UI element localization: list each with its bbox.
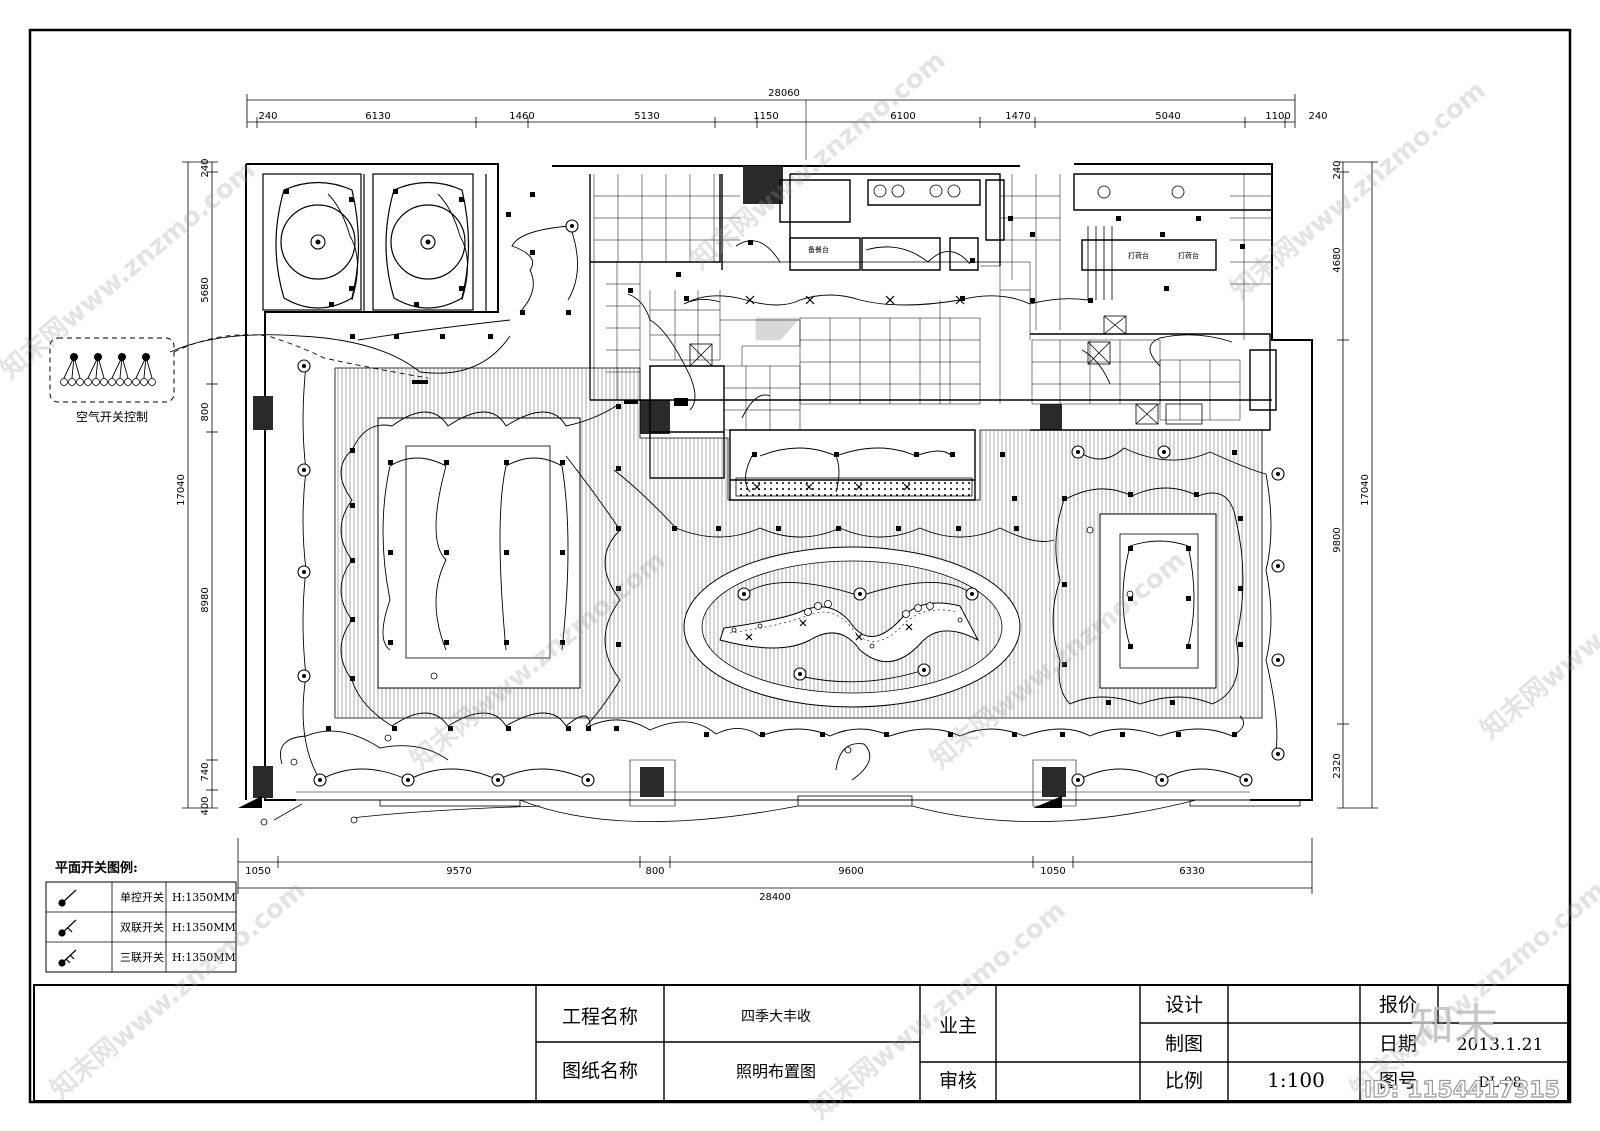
dim-top-9: 1100 (1265, 111, 1290, 122)
dim-top-8: 5040 (1155, 111, 1180, 122)
dim-left-total: 17040 (176, 474, 187, 506)
dim-bottom-3: 800 (645, 866, 664, 877)
kitchen-labels: 备餐台 打荷台 打荷台 (808, 245, 1199, 260)
watermark-text-3: 知末网www.znzmo.com (1225, 75, 1491, 305)
dim-bottom-total: 28400 (759, 892, 791, 903)
watermark-text-6: 知末网www.znzmo.com (1475, 515, 1600, 745)
legend-single-height: H:1350MM (172, 891, 236, 904)
air-switch-control: 空气开关控制 (49, 337, 175, 424)
legend-triple-switch: 三联开关 (120, 950, 164, 964)
date-value: 2013.1.21 (1457, 1035, 1544, 1055)
column-hatches (629, 759, 1077, 807)
dining-ceiling (334, 367, 1263, 719)
dim-top-5: 1150 (753, 111, 778, 122)
number-label: 图号 (1379, 1070, 1417, 1092)
project-name-value: 四季大丰收 (741, 1009, 811, 1025)
design-label: 设计 (1165, 994, 1203, 1016)
top-dimension-texts: 28060 240 6130 1460 5130 1150 6100 1470 … (258, 88, 1327, 122)
entrance-triangles (238, 796, 1062, 808)
review-label: 审核 (939, 1070, 977, 1092)
dim-bottom-4: 9600 (838, 866, 863, 877)
kitchen-tiles (593, 174, 1272, 431)
title-block: 工程名称 四季大丰收 图纸名称 照明布置图 业主 审核 设计 制图 比例 1:1… (33, 984, 1569, 1102)
spotlights (284, 189, 1245, 737)
bottom-dimension-texts: 1050 9570 800 9600 1050 6330 28400 (245, 866, 1204, 903)
right-dimensions (1337, 161, 1378, 809)
draw-label: 制图 (1165, 1033, 1203, 1055)
dim-bottom-6: 6330 (1179, 866, 1204, 877)
room-label-bench-1: 打荷台 (1128, 251, 1149, 260)
legend-double-height: H:1350MM (172, 921, 236, 934)
crosslights (745, 295, 965, 641)
entrance-doors (273, 795, 1301, 823)
project-name-label: 工程名称 (562, 1006, 638, 1028)
dim-top-total: 28060 (768, 88, 800, 99)
switch-legend: 平面开关图例: 单控开关 H:1350MM 双联开关 H:1350MM 三联开关… (45, 860, 237, 973)
dim-left-1: 240 (200, 158, 211, 177)
watermark-text-2: 知末网www.znzmo.com (685, 45, 951, 275)
dim-left-2: 5680 (200, 277, 211, 302)
top-dimensions (246, 94, 1296, 160)
dim-top-1: 240 (258, 111, 277, 122)
drawing-name-label: 图纸名称 (562, 1060, 638, 1082)
scale-value: 1:100 (1267, 1068, 1325, 1092)
ellipse-accent-lights (731, 600, 963, 649)
dim-right-2: 4680 (1332, 247, 1343, 272)
room-label-prep: 备餐台 (808, 245, 829, 254)
watermark-text-7: 知末网www.znzmo.com (45, 875, 311, 1105)
dim-left-3: 800 (200, 402, 211, 421)
dim-top-6: 6100 (890, 111, 915, 122)
dim-top-7: 1470 (1005, 111, 1030, 122)
dim-bottom-5: 1050 (1040, 866, 1065, 877)
right-dimension-texts: 240 4680 9800 2320 17040 (1332, 160, 1371, 778)
switch-boxes (412, 380, 688, 406)
tank-rooms (262, 173, 487, 312)
dim-top-3: 1460 (509, 111, 534, 122)
owner-label: 业主 (939, 1015, 977, 1037)
dim-left-5: 740 (200, 762, 211, 781)
dim-left-4: 8980 (200, 587, 211, 612)
legend-double-switch: 双联开关 (120, 920, 164, 934)
room-label-bench-2: 打荷台 (1178, 251, 1199, 260)
dim-right-4: 2320 (1332, 753, 1343, 778)
dim-right-3: 9800 (1332, 527, 1343, 552)
dim-bottom-1: 1050 (245, 866, 270, 877)
dim-top-2: 6130 (365, 111, 390, 122)
left-dimension-texts: 240 5680 800 8980 740 400 17040 (176, 158, 211, 815)
scale-label: 比例 (1165, 1070, 1203, 1092)
downlight-centers (302, 224, 1280, 782)
left-dimensions (182, 161, 218, 809)
structural-columns (253, 166, 1066, 798)
dim-right-total: 17040 (1360, 474, 1371, 506)
date-label: 日期 (1379, 1033, 1417, 1055)
dim-right-1: 240 (1332, 160, 1343, 179)
dim-top-10: 240 (1308, 111, 1327, 122)
legend-title: 平面开关图例: (55, 860, 138, 876)
dim-left-6: 400 (200, 796, 211, 815)
air-switch-label: 空气开关控制 (76, 409, 148, 424)
legend-triple-height: H:1350MM (172, 951, 236, 964)
watermark-text-1: 知末网www.znzmo.com (0, 155, 261, 385)
watermark-brand: 知末 ID: 1154417315 (1363, 1000, 1560, 1104)
small-switch-markers (260, 526, 1134, 826)
dim-top-4: 5130 (634, 111, 659, 122)
bottom-dimensions (237, 838, 1313, 894)
number-value: DL-08 (1478, 1075, 1521, 1091)
watermark-text-9: 知末网www.znzmo.com (1345, 875, 1600, 1105)
watermark-id: ID: 1154417315 (1364, 1078, 1560, 1103)
legend-single-switch: 单控开关 (120, 890, 164, 904)
air-switch-line (173, 334, 429, 379)
watermark-brand-text: 知末 (1410, 1000, 1498, 1051)
dim-bottom-2: 9570 (446, 866, 471, 877)
quote-label: 报价 (1379, 994, 1417, 1016)
drawing-name-value: 照明布置图 (736, 1062, 816, 1081)
kitchen-fixtures (689, 184, 1203, 425)
